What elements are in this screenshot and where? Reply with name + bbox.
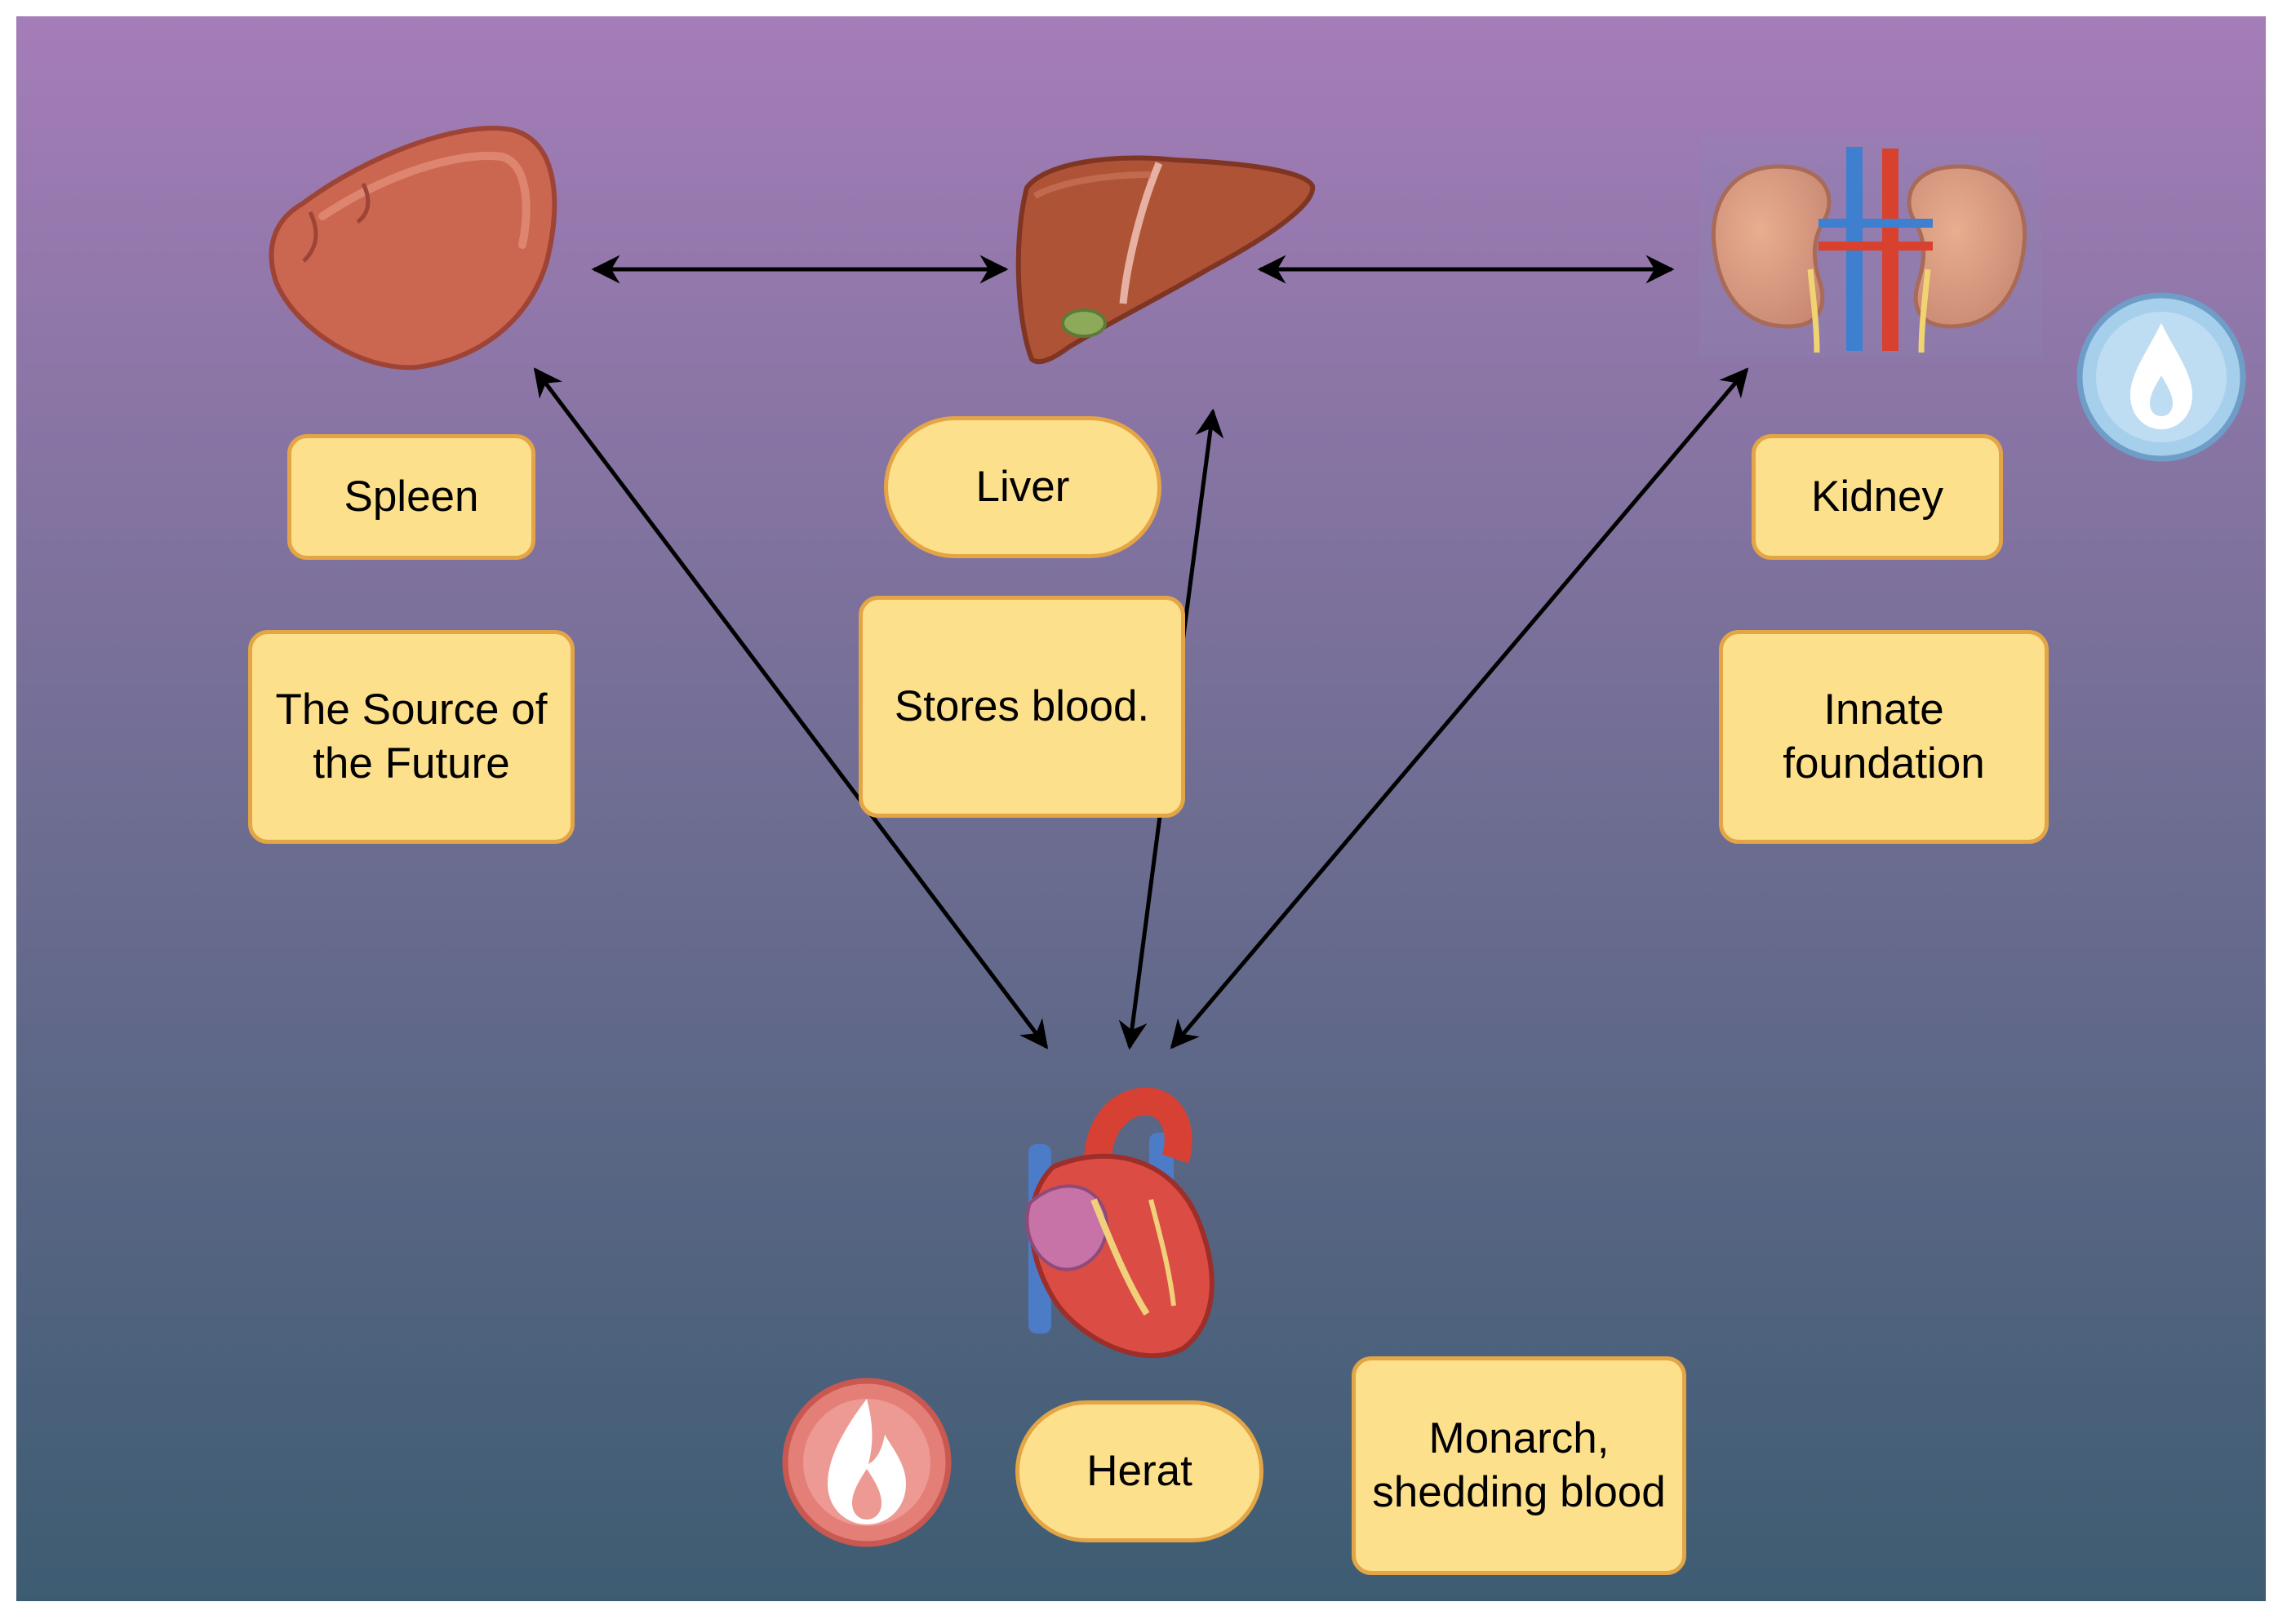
water-drop-icon bbox=[2076, 292, 2246, 462]
liver-label: Liver bbox=[884, 416, 1161, 558]
heart-label-text: Herat bbox=[1086, 1447, 1192, 1495]
arrow-kidney-heart bbox=[1170, 367, 1749, 1049]
spleen-label-text: Spleen bbox=[344, 473, 479, 521]
kidney-label-text: Kidney bbox=[1810, 473, 1944, 521]
heart-description-text: Monarch, shedding blood bbox=[1372, 1414, 1666, 1516]
kidney-description-text: Innate foundation bbox=[1783, 686, 1985, 788]
heart-label: Herat bbox=[1015, 1400, 1263, 1542]
liver-description: Stores blood. bbox=[859, 596, 1185, 818]
spleen-label: Spleen bbox=[287, 434, 535, 560]
kidney-label: Kidney bbox=[1752, 434, 2003, 560]
liver-icon bbox=[1015, 155, 1316, 365]
heart-icon bbox=[1025, 1087, 1215, 1359]
fire-icon bbox=[782, 1378, 952, 1547]
spleen-description-text: The Source of the Future bbox=[275, 686, 548, 788]
kidney-icon bbox=[1699, 135, 2042, 357]
heart-description: Monarch, shedding blood bbox=[1352, 1356, 1686, 1575]
kidney-description: Innate foundation bbox=[1719, 630, 2049, 844]
spleen-description: The Source of the Future bbox=[248, 630, 575, 844]
liver-description-text: Stores blood. bbox=[894, 682, 1150, 730]
liver-label-text: Liver bbox=[975, 463, 1070, 511]
spleen-icon bbox=[269, 126, 557, 371]
arrow-spleen-heart bbox=[533, 367, 1049, 1049]
